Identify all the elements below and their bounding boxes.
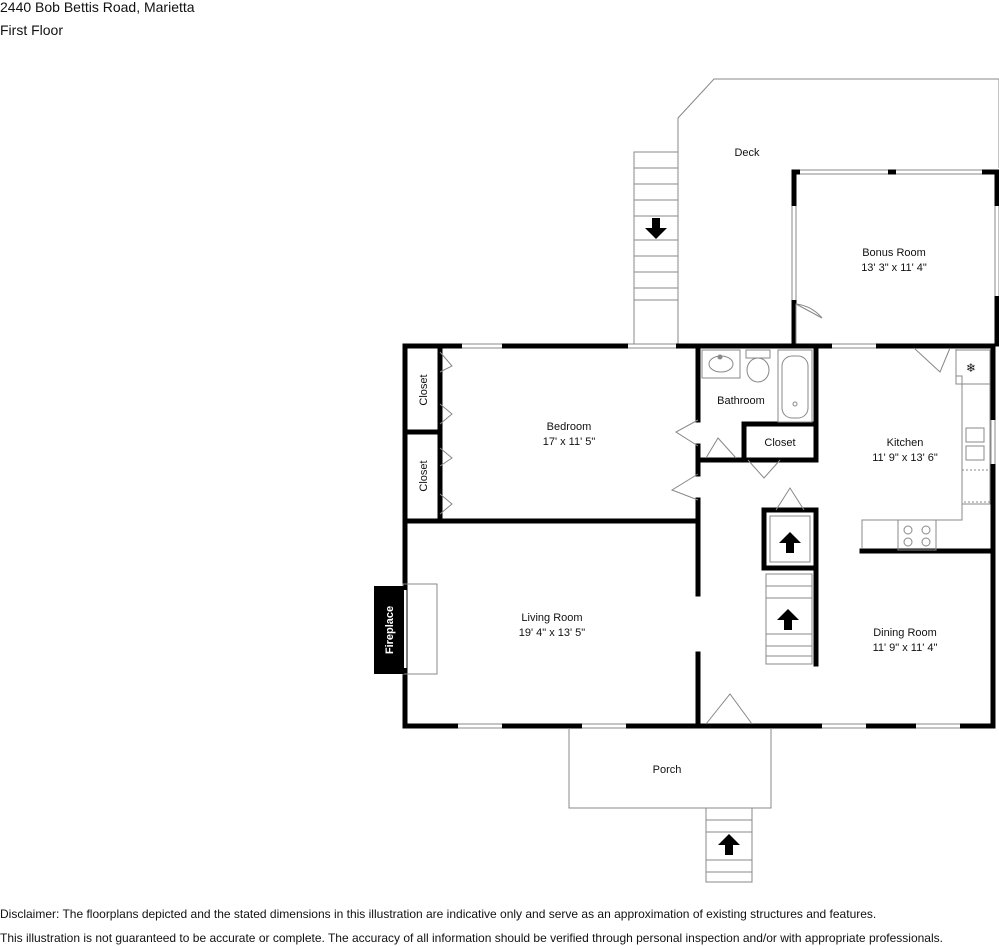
kitchen-dimensions: 11' 9" x 13' 6" <box>872 452 938 464</box>
kitchen-label: Kitchen <box>887 437 924 449</box>
living-room-dimensions: 19' 4" x 13' 5" <box>519 627 586 639</box>
dining-room-dimensions: 11' 9" x 11' 4" <box>873 642 938 654</box>
snowflake-icon: ❄ <box>966 361 976 375</box>
bonus-room-dimensions: 13' 3" x 11' 4" <box>861 262 927 274</box>
bathroom-fixtures <box>701 349 813 423</box>
up-arrow-icon <box>779 532 801 553</box>
closet-lower-label: Closet <box>418 460 430 491</box>
living-room-label: Living Room <box>521 612 582 624</box>
porch <box>568 728 772 883</box>
fireplace-label: Fireplace <box>384 606 396 654</box>
doors <box>439 347 951 725</box>
up-arrow-icon <box>777 609 799 630</box>
interior-stairs <box>765 515 813 665</box>
kitchen-fixtures <box>861 348 991 551</box>
fireplace <box>374 583 438 675</box>
deck <box>677 78 999 346</box>
bedroom-label: Bedroom <box>547 421 592 433</box>
up-arrow-icon <box>718 834 740 855</box>
main-walls <box>402 343 996 729</box>
address-title: 2440 Bob Bettis Road, Marietta <box>0 0 195 15</box>
down-arrow-icon <box>645 218 667 239</box>
bonus-room-label: Bonus Room <box>862 247 926 259</box>
dining-room-label: Dining Room <box>873 627 937 639</box>
porch-label: Porch <box>653 764 682 776</box>
disclaimer-line-1: Disclaimer: The floorplans depicted and … <box>0 907 877 921</box>
bathroom-label: Bathroom <box>717 395 765 407</box>
windows <box>403 344 995 728</box>
bedroom-dimensions: 17' x 11' 5" <box>543 436 596 448</box>
floor-title: First Floor <box>0 22 63 38</box>
bonus-windows <box>792 170 999 300</box>
bath-closet-label: Closet <box>764 437 795 449</box>
bonus-room-door <box>795 303 823 344</box>
deck-stairs <box>633 151 679 346</box>
deck-label: Deck <box>734 147 760 159</box>
closet-upper-label: Closet <box>418 374 430 405</box>
disclaimer-line-2: This illustration is not guaranteed to b… <box>0 931 943 945</box>
